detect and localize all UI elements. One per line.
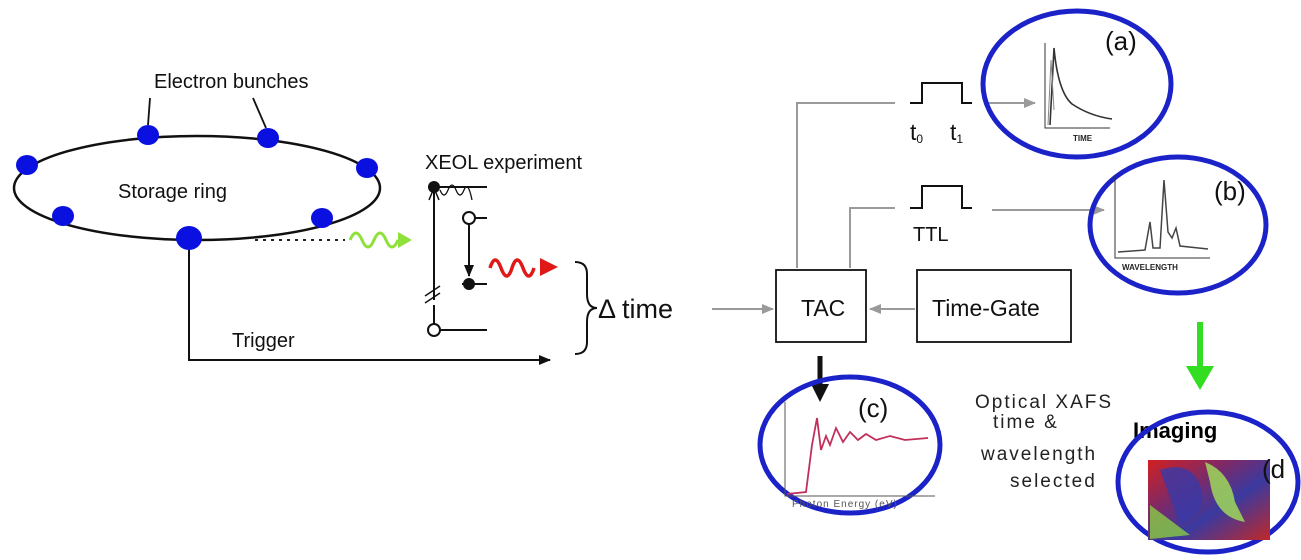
trigger-label: Trigger [232, 330, 295, 352]
panel-a-label: (a) [1105, 26, 1137, 56]
optical-line-2: time & [993, 412, 1059, 433]
tac-down-arrowhead [811, 384, 829, 402]
panel-c-circle [757, 374, 943, 516]
electron-bunch [311, 208, 333, 228]
storage-ring-label: Storage ring [118, 181, 227, 203]
delta-time-brace [574, 261, 598, 355]
electron-bunch [176, 226, 202, 250]
optical-xafs-text: Optical XAFS time & wavelength selected [975, 392, 1113, 492]
xafs-curve [786, 417, 929, 495]
electron-bunch [137, 125, 159, 145]
optical-line-4: selected [1010, 471, 1097, 492]
time-gate-box [916, 269, 1072, 343]
tac-label: TAC [801, 295, 845, 321]
emission-wave [488, 258, 536, 278]
panel-d-label: (d [1262, 454, 1285, 484]
time-gate-label: Time-Gate [932, 295, 1040, 321]
electron-bunches [16, 125, 378, 250]
xray-arrowhead [398, 232, 412, 248]
energy-level-diagram: XEOL experiment [424, 152, 583, 337]
trigger-line [188, 250, 551, 365]
panel-b-circle [1087, 154, 1269, 296]
t1-label: t1 [950, 119, 963, 146]
emission-arrowhead [540, 258, 558, 276]
electron-bunch [356, 158, 378, 178]
ttl-label: TTL [913, 224, 949, 246]
optical-line-3: wavelength [980, 444, 1097, 465]
xray-wave [348, 231, 400, 249]
wavelength-axis-label: WAVELENGTH [1122, 263, 1178, 272]
electron-bunch [257, 128, 279, 148]
electron-bunch [52, 206, 74, 226]
tac-box [775, 269, 867, 343]
tac-to-ttl-line [849, 207, 895, 268]
green-arrowhead [1186, 366, 1214, 390]
electron-bunches-label: Electron bunches [154, 71, 309, 93]
panel-c: Photon Energy (eV) (c) [757, 374, 943, 516]
panel-a: TIME (a) [980, 8, 1174, 160]
panel-a-circle [980, 8, 1174, 160]
time-axis-label: TIME [1073, 134, 1093, 143]
panel-b: WAVELENGTH (b) [1087, 154, 1269, 296]
spectrum-curve [1117, 179, 1209, 253]
decay-curve [1049, 47, 1113, 126]
tac-to-pulse-line [796, 102, 895, 268]
panel-c-label: (c) [858, 393, 888, 423]
xeol-experiment-label: XEOL experiment [425, 152, 583, 174]
panel-d: Imaging (d [1115, 409, 1301, 555]
t0-label: t0 [910, 119, 923, 146]
photon-energy-axis-label: Photon Energy (eV) [792, 499, 898, 510]
electron-bunch [16, 155, 38, 175]
delta-time-label: Δ time [598, 294, 673, 324]
panel-d-circle [1115, 409, 1301, 555]
optical-line-1: Optical XAFS [975, 392, 1113, 413]
storage-ring: Electron bunches Storage ring [12, 71, 382, 250]
gate-pulse [910, 82, 972, 104]
ttl-pulse [910, 185, 972, 209]
panel-b-label: (b) [1214, 176, 1246, 206]
